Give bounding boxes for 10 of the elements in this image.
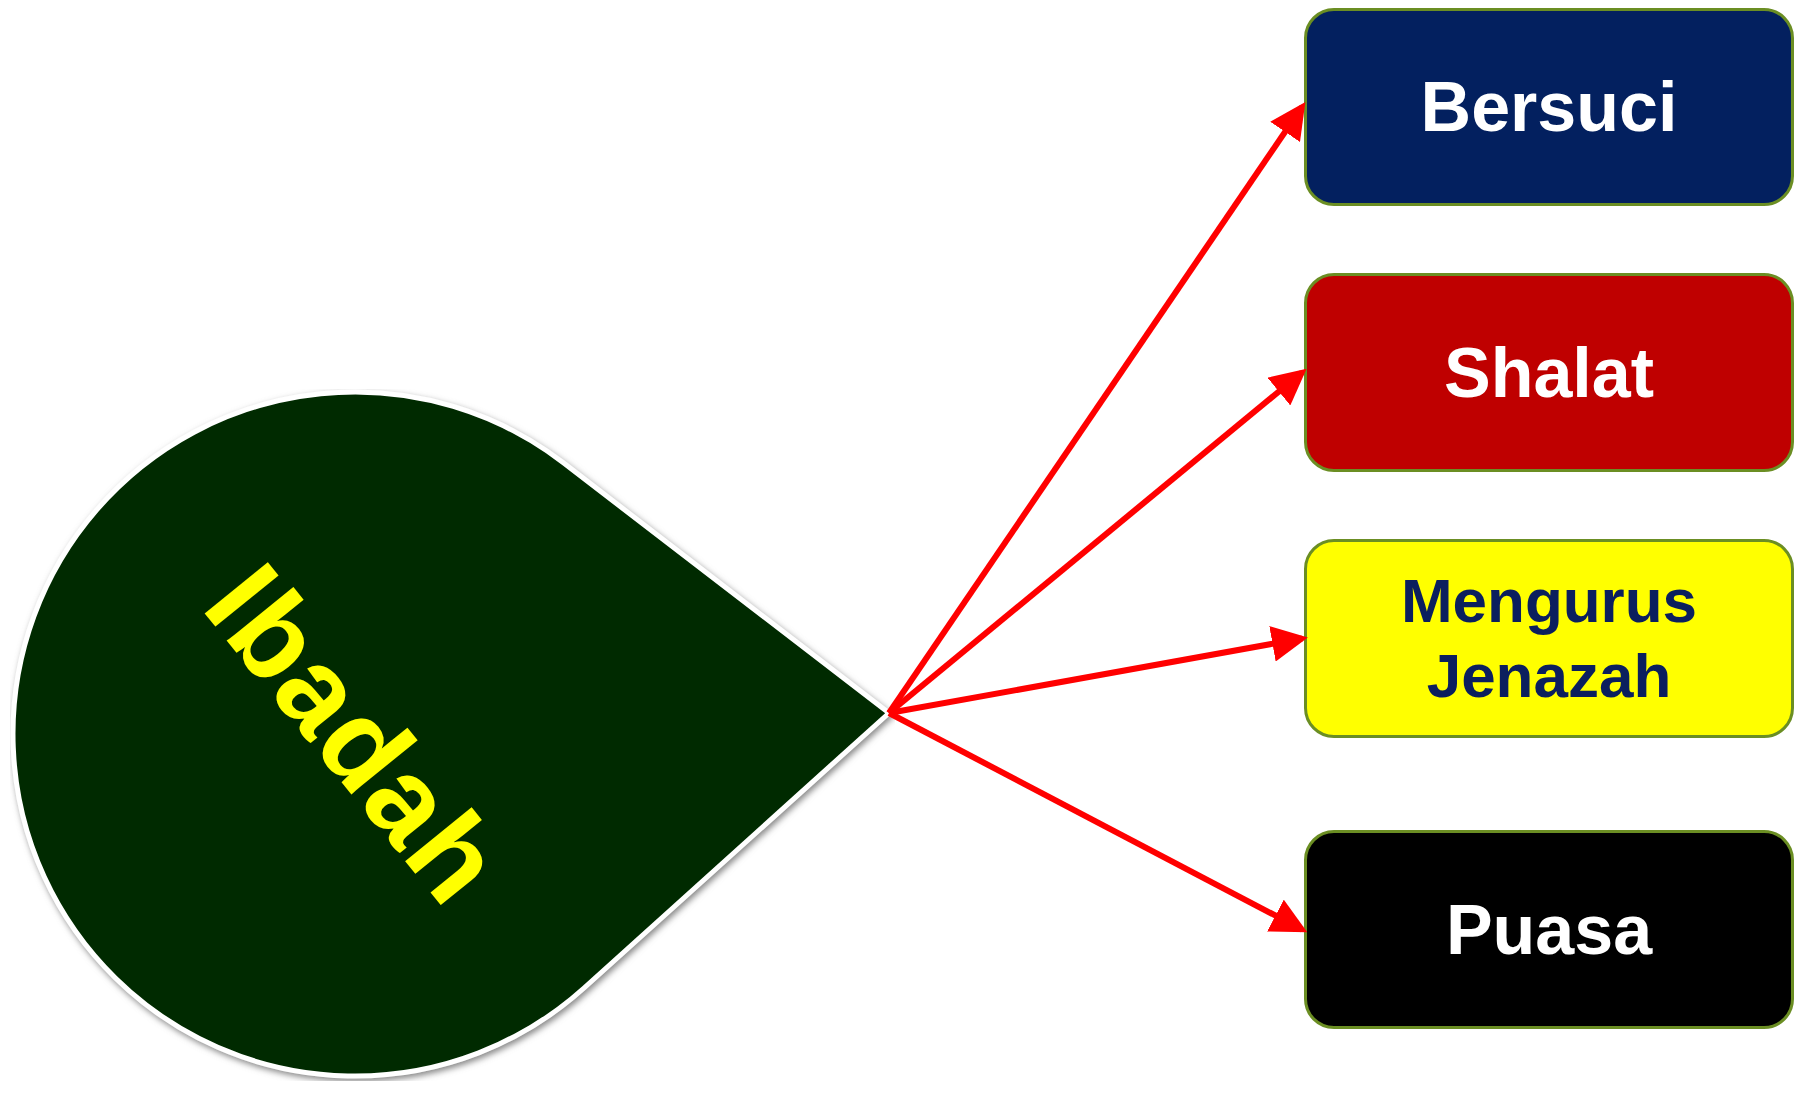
node-label: Bersuci <box>1420 67 1678 148</box>
rounded-box <box>1304 273 1794 472</box>
node-label: Puasa <box>1445 889 1653 971</box>
rounded-box <box>1304 539 1794 738</box>
node-label: Shalat <box>1443 332 1655 414</box>
rounded-box <box>1304 830 1794 1029</box>
node-label: Mengurus Jenazah <box>1399 565 1699 712</box>
arrow <box>887 710 1308 933</box>
rounded-box <box>1304 8 1794 206</box>
arrow <box>886 102 1306 715</box>
